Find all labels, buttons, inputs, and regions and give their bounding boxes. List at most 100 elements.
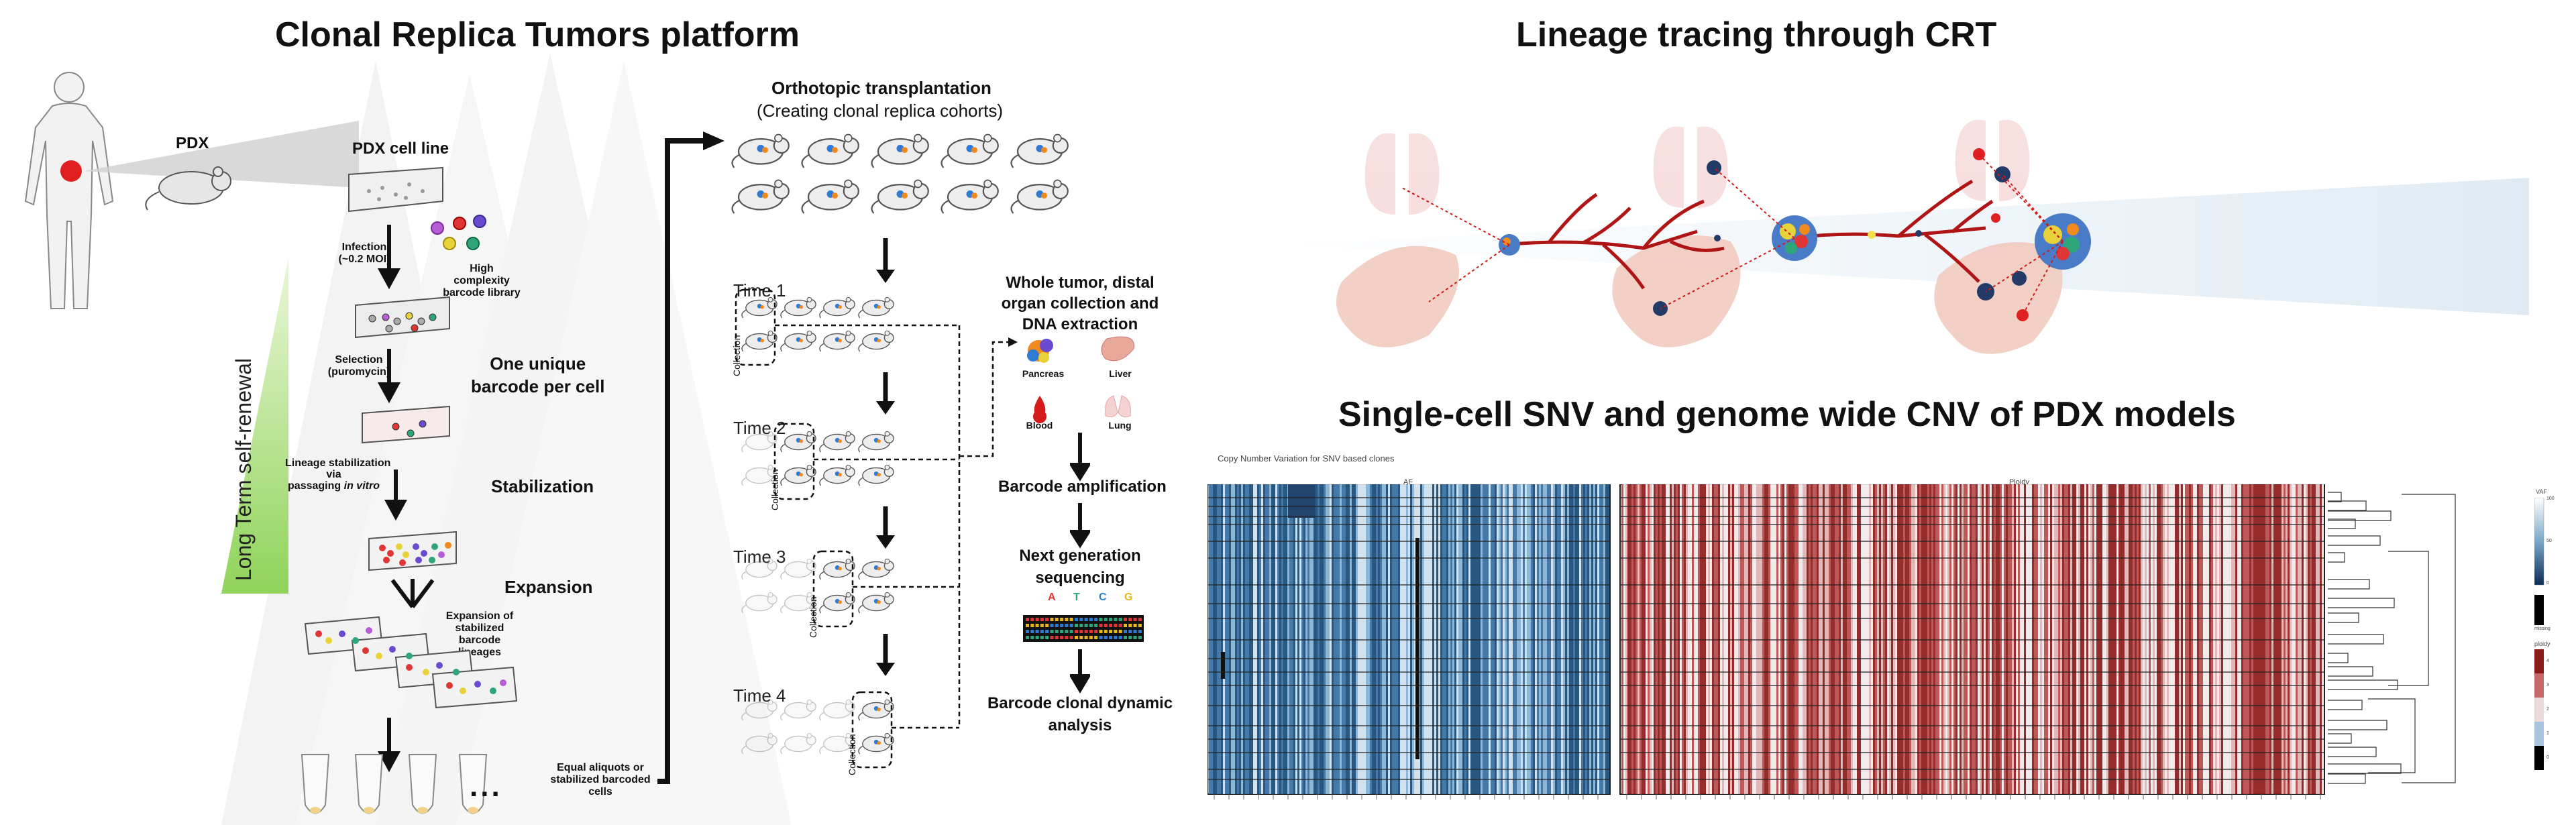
infection-label: Infection (~0.2 MOI) <box>338 241 390 265</box>
vaf-tick-1: 50 <box>2546 539 2552 543</box>
mouse-icon <box>780 558 816 580</box>
collection-label-3: Collection <box>808 596 818 638</box>
base-a: A <box>1048 592 1056 604</box>
right-flow-arrows <box>1070 433 1090 694</box>
mouse-icon <box>858 732 894 755</box>
equal-aliquots-label: Equal aliquots or stabilized barcoded ce… <box>550 762 651 798</box>
mouse-icon <box>780 732 816 755</box>
mouse-icon <box>741 732 777 755</box>
organ-icons <box>1027 336 1134 423</box>
expansion-label: Expansion <box>504 577 593 597</box>
mouse-icon <box>780 296 816 319</box>
dendrogram <box>2328 492 2456 784</box>
mouse-icon <box>941 179 999 214</box>
transplant-arrow <box>657 131 724 784</box>
mouse-icon <box>741 592 777 614</box>
barcode-amp-label: Barcode amplification <box>998 478 1167 496</box>
base-t-text: T <box>1073 592 1080 603</box>
ploidy-tick-2: 2 <box>2546 707 2549 712</box>
collection-label-2: Collection <box>769 469 780 510</box>
legend-ploidy-title: ploidy <box>2534 641 2551 647</box>
vaf-legend <box>2534 498 2544 625</box>
ploidy-tick-3: 1 <box>2546 731 2549 736</box>
long-term-label: Long Term self-renewal <box>231 358 256 582</box>
base-g-text: G <box>1124 592 1133 603</box>
collection-label-1: Collection <box>731 335 742 376</box>
expansion-of-label: Expansion of stabilized barcode lineages <box>445 610 514 658</box>
blood-label: Blood <box>1026 420 1053 431</box>
mouse-icon <box>1010 179 1069 214</box>
mouse-icon <box>819 592 855 614</box>
ploidy-legend <box>2534 649 2544 770</box>
lineage-stab-label: Lineage stabilization via passaging in v… <box>285 457 390 492</box>
mouse-cohort-grid <box>731 133 1069 214</box>
legend-missing: missing <box>2534 626 2551 631</box>
base-a-text: A <box>1048 592 1056 603</box>
mouse-icon <box>801 133 859 168</box>
flask-1 <box>348 166 443 213</box>
barcode-library-label: High complexity barcode library <box>443 263 521 298</box>
base-c: C <box>1099 592 1107 604</box>
left-flow-arrows <box>377 225 408 773</box>
time-4-label: Time 4 <box>733 685 786 706</box>
whole-tumor-label: Whole tumor, distal organ collection and… <box>1001 274 1159 333</box>
one-unique-label: One unique barcode per cell <box>471 353 605 396</box>
barcode-clonal-label: Barcode clonal dynamic analysis <box>987 694 1173 734</box>
mouse-icon <box>741 330 777 352</box>
mouse-icon <box>819 431 855 453</box>
left-title: Clonal Replica Tumors platform <box>275 15 800 54</box>
pancreas-label: Pancreas <box>1022 368 1065 379</box>
mouse-icon <box>858 431 894 453</box>
expansion-arrows <box>390 579 435 608</box>
collection-label-4: Collection <box>847 734 857 775</box>
mouse-icon <box>741 431 777 453</box>
mouse-icon <box>741 558 777 580</box>
mouse-icon <box>858 464 894 486</box>
aliquot-tubes <box>301 754 488 814</box>
flask-3 <box>362 405 450 444</box>
human-figure-icon <box>24 72 114 309</box>
pdx-mouse-icon <box>145 166 231 211</box>
mouse-icon <box>741 296 777 319</box>
lineage-stab-text: Lineage stabilization via passaging <box>285 457 391 492</box>
mouse-icon <box>780 464 816 486</box>
pdx-label: PDX <box>176 134 209 152</box>
mouse-icon <box>801 179 859 214</box>
orthotopic-label: Orthotopic transplantation <box>771 78 991 98</box>
mouse-icon <box>819 464 855 486</box>
mouse-icon <box>819 296 855 319</box>
mouse-icon <box>780 330 816 352</box>
ellipsis: ... <box>470 770 502 803</box>
vaf-tick-0: 100 <box>2546 496 2555 501</box>
mouse-icon <box>941 133 999 168</box>
creating-label: (Creating clonal replica cohorts) <box>757 101 1004 121</box>
mouse-icon <box>858 592 894 614</box>
mouse-icon <box>819 699 855 721</box>
mouse-icon <box>780 699 816 721</box>
mouse-icon <box>1010 133 1069 168</box>
selection-label: Selection (puromycin) <box>327 354 390 378</box>
lung-label: Lung <box>1108 420 1132 431</box>
mouse-icon <box>858 699 894 721</box>
barcode-virus-icon <box>431 215 486 250</box>
mouse-icon <box>780 431 816 453</box>
ploidy-tick-1: 3 <box>2546 683 2549 688</box>
mouse-icon <box>871 179 929 214</box>
mouse-icon <box>858 330 894 352</box>
time-course-diagram <box>735 238 1018 769</box>
stabilization-label: Stabilization <box>491 476 594 496</box>
pdx-beam <box>84 121 359 188</box>
vaf-tick-2: 0 <box>2546 581 2549 586</box>
mouse-icon <box>731 179 790 214</box>
flask-2 <box>355 296 450 339</box>
liver-label: Liver <box>1109 368 1132 379</box>
flask-4 <box>368 531 457 571</box>
pdx-cell-line-label: PDX cell line <box>352 140 449 158</box>
mouse-icon <box>741 699 777 721</box>
base-t: T <box>1073 592 1080 604</box>
expanded-flasks <box>304 616 518 709</box>
mouse-icon <box>819 330 855 352</box>
long-term-triangle <box>221 258 288 594</box>
ploidy-tick-0: 4 <box>2546 659 2549 663</box>
lineage-illustration <box>1295 119 2529 354</box>
